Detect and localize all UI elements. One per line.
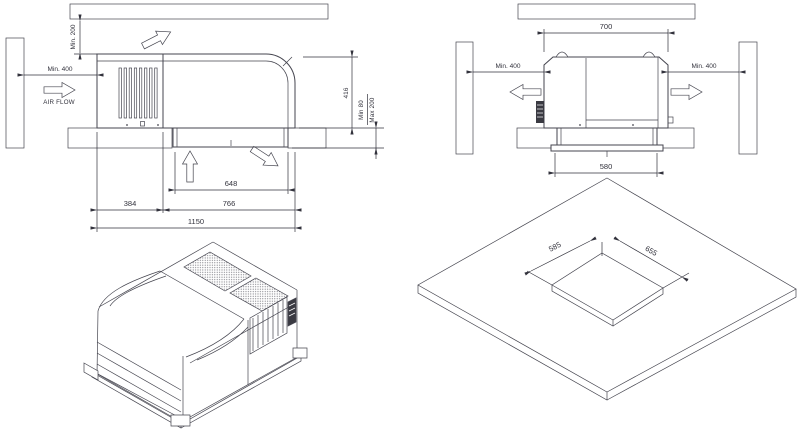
unit-3d-view — [83, 241, 308, 429]
exhaust-left-arrow-icon — [509, 84, 542, 100]
side-seam-line — [189, 303, 295, 364]
dim-384: 384 — [124, 199, 137, 208]
hood-right-profile — [185, 318, 245, 358]
lifting-bracket — [555, 51, 569, 58]
roof-slab-top — [417, 177, 797, 393]
ceiling-wall-hatch — [517, 3, 696, 20]
dim-min-400: Min. 400 — [48, 66, 73, 73]
top-edge-back — [98, 241, 214, 308]
left-wall-hatch — [455, 41, 474, 155]
top-edge-right — [212, 241, 298, 291]
front-view: 700 Min. 400 Min. 400 580 — [455, 3, 758, 177]
corner-tick — [282, 56, 293, 67]
cutout-depth — [551, 285, 664, 327]
unit-side-inner-line — [97, 60, 289, 128]
duct-flange — [550, 144, 664, 152]
roof-cutout-view: 585 655 — [417, 177, 797, 401]
fastener-mark — [632, 124, 634, 126]
dim-416: 416 — [343, 87, 350, 98]
dim-700: 700 — [600, 22, 613, 31]
dim-line-585 — [524, 236, 597, 276]
hood-left-profile — [96, 270, 161, 376]
duct-side — [172, 127, 289, 148]
roof-right-hatch — [287, 127, 327, 149]
drain-fitting — [667, 116, 674, 124]
fastener-mark — [126, 124, 128, 126]
left-wall-hatch — [5, 37, 25, 149]
dim-580: 580 — [600, 162, 613, 171]
side-view: AIR FLOW Min. 200 Min. 400 648 384 766 1… — [5, 3, 384, 232]
hood-left-inner — [109, 275, 167, 307]
drain-mark — [140, 121, 145, 127]
dim-min-400-left: Min. 400 — [496, 63, 521, 70]
exhaust-right-arrow-icon — [670, 84, 703, 100]
body-front-edges — [182, 290, 298, 424]
ceiling-wall-hatch — [69, 3, 329, 20]
exhaust-air-arrow-icon — [139, 24, 175, 54]
side-louvre-grille — [118, 67, 158, 119]
dim-766: 766 — [223, 199, 236, 208]
dim-min-200: Min. 200 — [70, 24, 77, 49]
roof-slab-thickness — [417, 285, 797, 401]
dim-1150: 1150 — [188, 217, 204, 226]
unit-front-outline — [543, 56, 669, 129]
right-wall-hatch — [738, 41, 758, 155]
unit-rating-label — [287, 297, 297, 327]
airflow-label: AIR FLOW — [43, 99, 75, 106]
fastener-mark — [579, 124, 581, 126]
rating-label — [536, 101, 544, 123]
fastener-mark — [157, 124, 159, 126]
lifting-bracket — [642, 51, 656, 58]
dim-648: 648 — [225, 179, 238, 188]
duct-front — [556, 127, 658, 146]
base-frame — [83, 347, 308, 429]
airflow-arrow-icon — [43, 82, 76, 98]
dim-min-80: Min 80 — [358, 100, 365, 120]
dim-line-655 — [613, 236, 689, 282]
side-slat-grille — [249, 296, 288, 355]
hood-band-lines — [96, 341, 182, 424]
dim-max-200: Max 200 — [369, 97, 376, 122]
top-mesh-grille-1 — [183, 251, 252, 292]
dim-min-400-right: Min. 400 — [692, 63, 717, 70]
hood-right-inner — [196, 326, 249, 361]
supply-air-arrow-icon — [182, 150, 198, 183]
hood-seam — [159, 270, 245, 320]
roof-left-hatch — [67, 127, 173, 149]
